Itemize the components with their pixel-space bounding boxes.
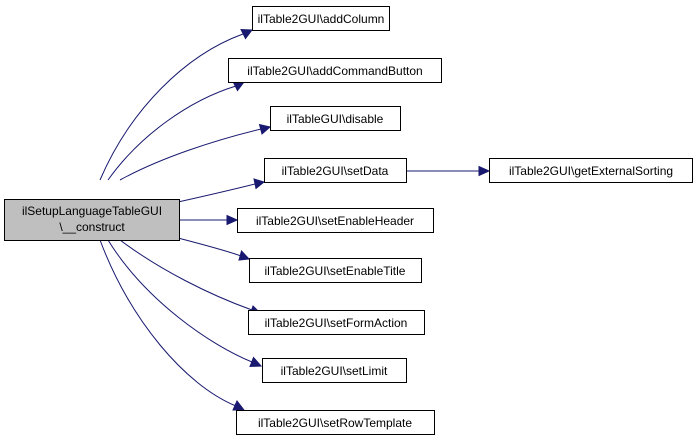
- arrowhead-setData: [253, 178, 266, 190]
- arrowhead-setEnableTitle: [238, 250, 251, 261]
- node-setData-label: ilTable2GUI\setData: [282, 164, 389, 178]
- node-root-label-line2: \__construct: [59, 220, 125, 234]
- node-setLimit-label: ilTable2GUI\setLimit: [281, 364, 388, 378]
- node-addCommandButton-label: ilTable2GUI\addCommandButton: [247, 64, 422, 78]
- node-setFormAction[interactable]: ilTable2GUI\setFormAction: [248, 310, 425, 335]
- arrowhead-addColumn: [240, 28, 253, 40]
- edge-construct-to-setFormAction: [119, 239, 253, 311]
- node-setRowTemplate-label: ilTable2GUI\setRowTemplate: [258, 416, 412, 430]
- node-getExternalSorting-label: ilTable2GUI\getExternalSorting: [509, 164, 673, 178]
- node-addColumn-label: ilTable2GUI\addColumn: [258, 12, 385, 26]
- node-disable[interactable]: ilTableGUI\disable: [270, 106, 401, 131]
- node-setData[interactable]: ilTable2GUI\setData: [264, 158, 407, 183]
- node-setRowTemplate[interactable]: ilTable2GUI\setRowTemplate: [236, 410, 435, 435]
- edge-construct-to-setData: [177, 183, 256, 203]
- node-root-label-line1: ilSetupLanguageTableGUI: [22, 204, 162, 218]
- arrowhead-getExternalSorting: [478, 165, 491, 177]
- node-setFormAction-label: ilTable2GUI\setFormAction: [265, 316, 408, 330]
- node-disable-label: ilTableGUI\disable: [287, 112, 384, 126]
- node-setEnableTitle[interactable]: ilTable2GUI\setEnableTitle: [249, 258, 422, 283]
- node-root-construct[interactable]: ilSetupLanguageTableGUI \__construct: [4, 199, 180, 241]
- edge-construct-to-setEnableTitle: [177, 237, 242, 257]
- node-setEnableHeader-label: ilTable2GUI\setEnableHeader: [256, 214, 414, 228]
- node-addColumn[interactable]: ilTable2GUI\addColumn: [252, 6, 390, 31]
- arrowhead-disable: [258, 123, 272, 135]
- arrowhead-setLimit: [249, 356, 263, 368]
- arrowhead-setEnableHeader: [226, 214, 239, 226]
- node-addCommandButton[interactable]: ilTable2GUI\addCommandButton: [228, 58, 442, 83]
- node-setLimit[interactable]: ilTable2GUI\setLimit: [262, 358, 407, 383]
- arrowhead-setRowTemplate: [232, 400, 246, 411]
- node-setEnableTitle-label: ilTable2GUI\setEnableTitle: [265, 264, 406, 278]
- edge-construct-to-setLimit: [107, 239, 253, 363]
- edge-construct-to-addCommandButton: [107, 85, 237, 181]
- edge-construct-to-disable: [119, 128, 262, 181]
- node-setEnableHeader[interactable]: ilTable2GUI\setEnableHeader: [237, 208, 434, 233]
- edge-construct-to-addColumn: [99, 33, 244, 181]
- node-getExternalSorting[interactable]: ilTable2GUI\getExternalSorting: [489, 158, 693, 183]
- edge-construct-to-setRowTemplate: [99, 239, 237, 407]
